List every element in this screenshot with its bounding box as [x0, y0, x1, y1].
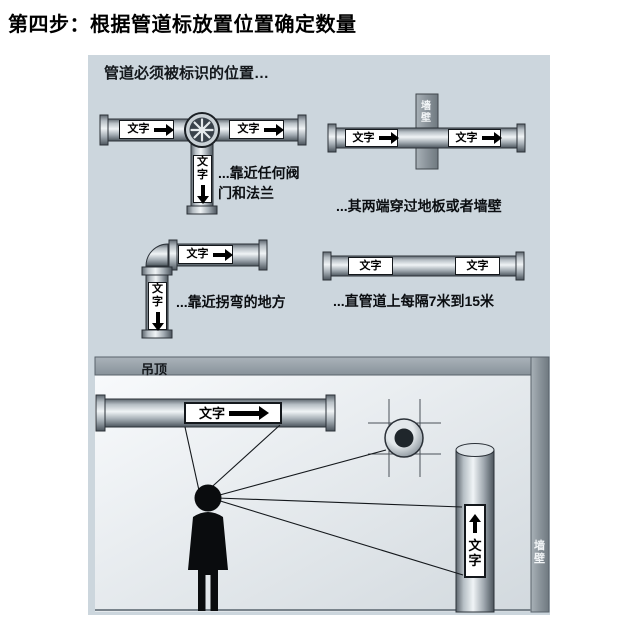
elbow-caption: ...靠近拐弯的地方 — [176, 294, 286, 310]
caption-line: ...靠近任何阀 — [218, 165, 300, 181]
down-arrow-icon — [155, 311, 160, 323]
ceiling-label: 吊顶 — [141, 362, 168, 377]
label-text: 文字 — [127, 123, 150, 135]
wall-caption: ...其两端穿过地板或者墙壁 — [336, 198, 502, 214]
label-text: 文字 — [466, 259, 489, 272]
label-text: 文字 — [455, 131, 478, 144]
label-text: 文字 — [352, 131, 375, 144]
valve-down-label-plate: 文字 — [193, 155, 212, 203]
elbow-label-plate: 文字 — [178, 245, 233, 264]
label-text: 文字 — [359, 259, 382, 272]
down-arrow-icon — [200, 184, 205, 196]
room-pipe-label-plate: 文字 — [184, 402, 282, 424]
wall-right-label-plate: 文字 — [448, 129, 501, 147]
right-arrow-icon — [263, 127, 276, 132]
page-title: 第四步：根据管道标放置位置确定数量 — [8, 14, 357, 36]
straight-caption: ...直管道上每隔7米到15米 — [333, 293, 495, 309]
right-arrow-icon — [481, 136, 494, 140]
label-text: 文字 — [468, 537, 482, 568]
right-arrow-icon — [229, 410, 259, 416]
right-arrow-icon — [153, 127, 166, 132]
riser-label-plate: 文字 — [464, 504, 486, 578]
wall-name-label: 墙壁 — [421, 101, 431, 124]
straight-left-label-plate: 文字 — [348, 257, 393, 275]
up-arrow-icon — [473, 521, 477, 533]
wall-left-label-plate: 文字 — [345, 129, 398, 147]
valve-right-label-plate: 文字 — [229, 120, 284, 139]
caption-line: 门和法兰 — [218, 185, 274, 201]
label-text: 文字 — [198, 405, 225, 421]
valve-left-label-plate: 文字 — [119, 120, 174, 139]
label-text: 文字 — [197, 156, 208, 181]
label-text: 文字 — [237, 123, 260, 135]
elbow-down-label-plate: 文字 — [148, 282, 167, 330]
straight-right-label-plate: 文字 — [455, 257, 500, 275]
label-text: 文字 — [186, 248, 209, 260]
panel-header: 管道必须被标识的位置… — [104, 65, 270, 82]
right-arrow-icon — [212, 252, 225, 257]
valve-caption: ...靠近任何阀 门和法兰 — [218, 163, 300, 203]
label-text: 文字 — [152, 283, 163, 308]
right-arrow-icon — [378, 136, 391, 140]
room-wall-label: 墙壁 — [534, 540, 545, 566]
